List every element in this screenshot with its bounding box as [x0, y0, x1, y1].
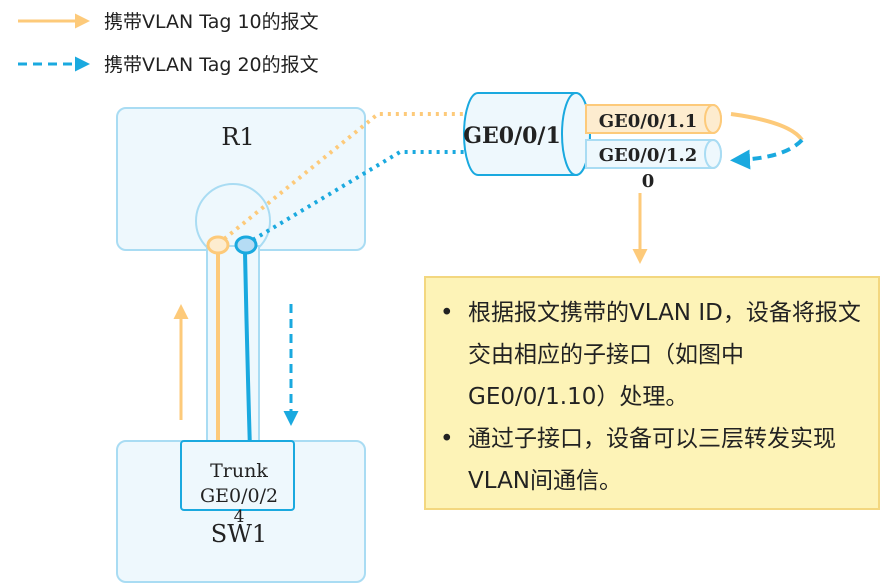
explanation-item-1: • 根据报文携带的VLAN ID，设备将报文交由相应的子接口（如图中GE0/0/…	[438, 292, 866, 418]
physical-port-label: GE0/0/1	[463, 123, 561, 149]
physical-port-cylinder	[463, 92, 591, 176]
explanation-item-2: • 通过子接口，设备可以三层转发实现VLAN间通信。	[438, 418, 866, 502]
subif-2-label: GE0/0/1.2	[599, 145, 698, 166]
explanation-list: • 根据报文携带的VLAN ID，设备将报文交由相应的子接口（如图中GE0/0/…	[438, 292, 866, 502]
legend: 携带VLAN Tag 10的报文 携带VLAN Tag 20的报文	[18, 11, 319, 76]
bullet-1: •	[440, 300, 454, 326]
trunk-vlan20-line	[243, 251, 252, 451]
trunk-port-suffix: 4	[234, 507, 245, 527]
switch-sw1-name: SW1	[211, 520, 267, 548]
trunk-port-mode: Trunk	[210, 460, 268, 482]
bullet-2: •	[440, 426, 454, 452]
loop-vlan20-curve	[730, 138, 804, 170]
trunk-link-tube	[206, 245, 260, 443]
trunk-port-box	[180, 440, 295, 511]
legend-vlan10-label: 携带VLAN Tag 10的报文	[104, 11, 319, 33]
router-r1-name: R1	[221, 123, 254, 151]
legend-vlan20-label: 携带VLAN Tag 20的报文	[104, 54, 319, 76]
subif-1-label: GE0/0/1.1	[599, 111, 698, 132]
router-port-vlan10-dot	[206, 235, 230, 255]
explanation-note: • 根据报文携带的VLAN ID，设备将报文交由相应的子接口（如图中GE0/0/…	[424, 276, 880, 510]
explanation-text-1: 根据报文携带的VLAN ID，设备将报文交由相应的子接口（如图中GE0/0/1.…	[468, 300, 861, 410]
subif-1-tube	[585, 104, 722, 134]
trunk-port-name: GE0/0/2	[200, 485, 278, 507]
path-vlan20-dotted	[244, 150, 470, 246]
explanation-text-2: 通过子接口，设备可以三层转发实现VLAN间通信。	[468, 426, 836, 494]
loop-vlan10-curve	[730, 112, 804, 142]
subif-2-tube	[585, 139, 722, 169]
subif-2-suffix: 0	[642, 171, 655, 192]
router-port-vlan20-dot	[234, 235, 258, 255]
